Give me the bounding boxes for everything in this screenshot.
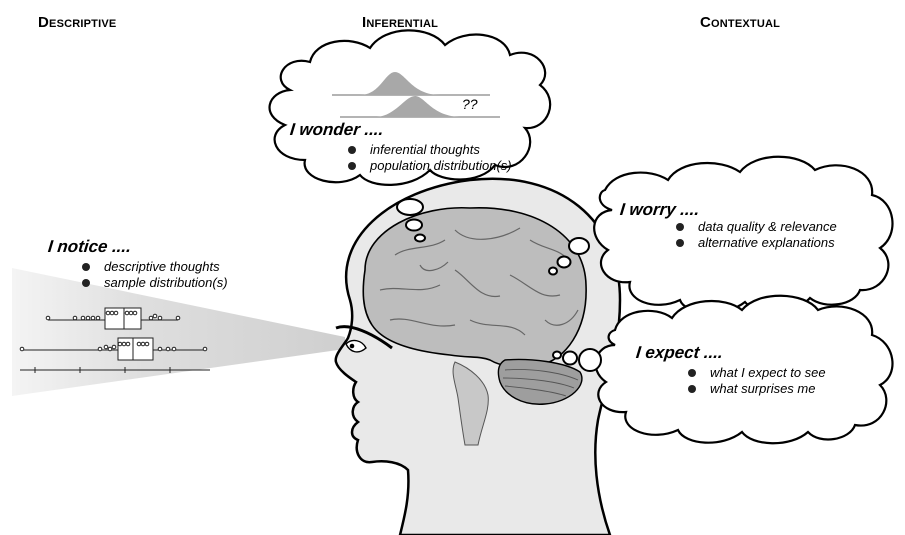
- expect-title: I expect ....: [635, 343, 724, 362]
- cloud-worry: [593, 155, 894, 314]
- eye-icon: [335, 325, 393, 353]
- notice-thought: I notice .... descriptive thoughts sampl…: [47, 237, 228, 291]
- expect-bullet-2: what surprises me: [688, 381, 826, 397]
- wonder-thought: I wonder .... inferential thoughts popul…: [289, 120, 512, 174]
- worry-thought: I worry .... data quality & relevance al…: [619, 200, 837, 251]
- wonder-bullet-2: population distribution(s): [348, 158, 512, 173]
- notice-title: I notice ....: [47, 237, 133, 256]
- expect-thought: I expect .... what I expect to see what …: [635, 343, 826, 397]
- wonder-annotation: ??: [462, 96, 478, 112]
- thought-trails: [396, 198, 602, 372]
- wonder-title: I wonder ....: [289, 120, 385, 139]
- wonder-bullet-1: inferential thoughts: [348, 142, 512, 158]
- notice-bullet-1: descriptive thoughts: [82, 259, 228, 275]
- heading-inferential: Inferential: [362, 14, 439, 31]
- notice-bullet-2: sample distribution(s): [82, 275, 228, 290]
- heading-contextual: Contextual: [700, 14, 781, 31]
- brain-icon: [362, 206, 587, 446]
- heading-descriptive: Descriptive: [38, 14, 117, 31]
- boxplot-icon: [19, 307, 210, 373]
- cloud-expect: [594, 294, 894, 445]
- worry-bullet-1: data quality & relevance: [676, 219, 837, 234]
- vision-cone: [12, 268, 345, 396]
- worry-bullet-2: alternative explanations: [676, 235, 837, 251]
- distribution-curve-icon: [332, 72, 500, 118]
- cloud-shapes: [268, 29, 894, 445]
- worry-title: I worry ....: [619, 200, 701, 219]
- wonder-bullets: inferential thoughts population distribu…: [290, 142, 512, 174]
- notice-bullets: descriptive thoughts sample distribution…: [48, 259, 228, 291]
- expect-bullet-1: what I expect to see: [688, 365, 826, 380]
- worry-bullets: data quality & relevance alternative exp…: [620, 219, 837, 251]
- expect-bullets: what I expect to see what surprises me: [636, 365, 826, 397]
